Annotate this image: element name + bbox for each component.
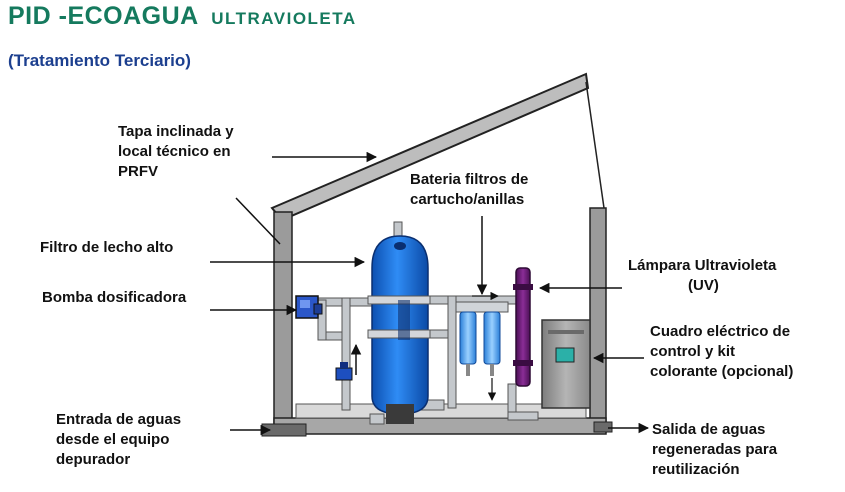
label-lampara-line-2: (UV) xyxy=(688,277,719,294)
label-bateria-line-2: cartucho/anillas xyxy=(410,191,525,208)
left-wall xyxy=(273,211,293,433)
cartridge-filters xyxy=(455,301,509,376)
label-entrada-line-2: desde el equipo xyxy=(56,431,170,448)
filter-tank xyxy=(367,235,431,424)
label-bateria: Bateria filtros de cartucho/anillas xyxy=(410,170,528,210)
label-lampara-line-1: Lámpara Ultravioleta xyxy=(628,257,777,274)
label-entrada: Entrada de aguas desde el equipo depurad… xyxy=(56,410,181,470)
label-cuadro-line-3: colorante (opcional) xyxy=(650,363,794,380)
page-subtitle: (Tratamiento Terciario) xyxy=(8,51,191,70)
label-bateria-line-1: Bateria filtros de xyxy=(410,171,529,188)
label-entrada-line-3: depurador xyxy=(56,451,131,468)
label-tapa: Tapa inclinada y local técnico en PRFV xyxy=(118,122,234,182)
outlet-pipe xyxy=(593,421,613,433)
label-bomba-line-1: Bomba dosificadora xyxy=(42,289,187,306)
label-cuadro-line-1: Cuadro eléctrico de xyxy=(650,323,791,340)
title-main: PID -ECOAGUA xyxy=(8,2,199,30)
page-title: PID -ECOAGUA ULTRAVIOLETA xyxy=(8,2,357,31)
label-salida-line-3: reutilización xyxy=(652,461,740,478)
right-wall xyxy=(589,207,607,433)
label-bomba: Bomba dosificadora xyxy=(42,288,186,308)
inlet-valve xyxy=(335,362,353,381)
label-filtro: Filtro de lecho alto xyxy=(40,238,173,258)
label-salida-line-2: regeneradas para xyxy=(652,441,778,458)
uv-lamp xyxy=(513,267,533,387)
electrical-cabinet xyxy=(541,319,591,409)
label-lampara: Lámpara Ultravioleta (UV) xyxy=(628,256,776,296)
label-cuadro-line-2: control y kit xyxy=(650,343,736,360)
label-cuadro: Cuadro eléctrico de control y kit colora… xyxy=(650,322,793,382)
label-tapa-line-2: local técnico en xyxy=(118,143,231,160)
leader-tapa-wall xyxy=(235,197,281,245)
label-entrada-line-1: Entrada de aguas xyxy=(56,411,182,428)
label-salida-line-1: Salida de aguas xyxy=(652,421,766,438)
label-tapa-line-3: PRFV xyxy=(118,163,159,180)
callout-arrows xyxy=(210,151,650,436)
floor-base xyxy=(273,417,607,435)
label-filtro-line-1: Filtro de lecho alto xyxy=(40,239,174,256)
title-sub: ULTRAVIOLETA xyxy=(211,9,357,28)
label-tapa-line-1: Tapa inclinada y xyxy=(118,123,234,140)
label-salida: Salida de aguas regeneradas para reutili… xyxy=(652,420,777,480)
dosing-pump xyxy=(295,295,323,319)
